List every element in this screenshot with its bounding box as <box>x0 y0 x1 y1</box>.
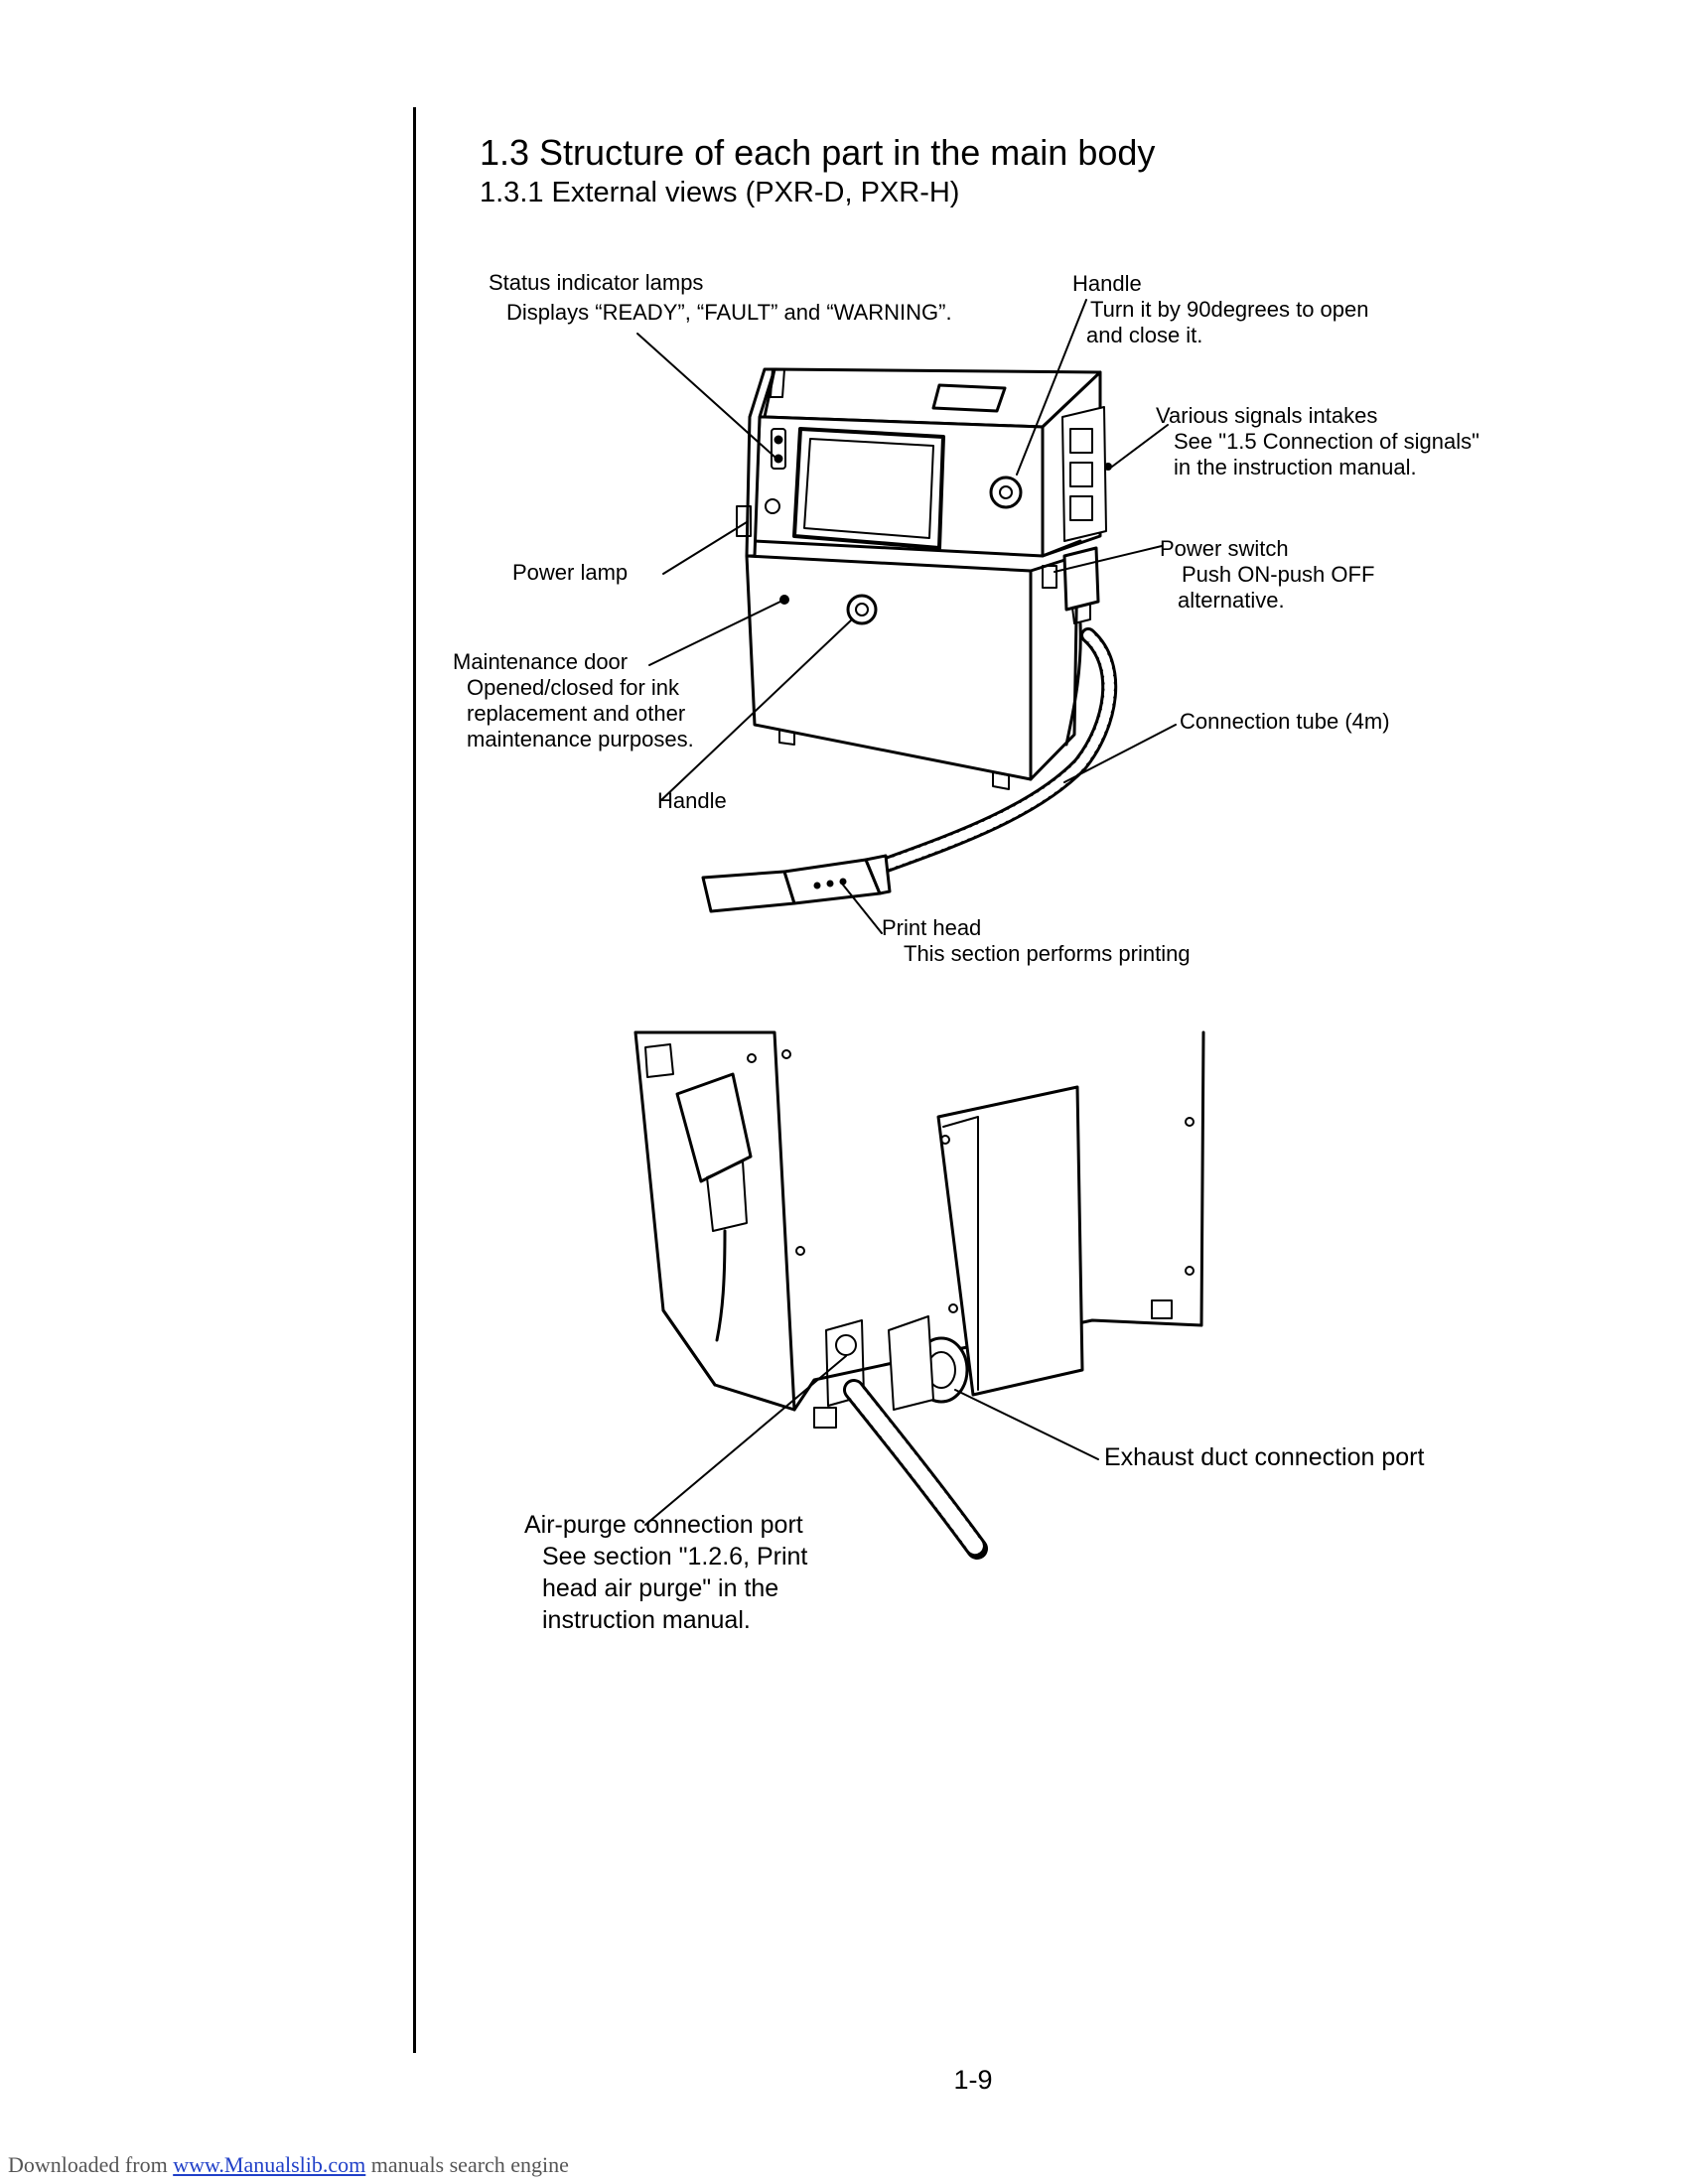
air-purge-label: Air-purge connection port See section "1… <box>524 1509 807 1636</box>
handle-top-name: Handle <box>1072 271 1142 296</box>
power-switch-label: Power switch Push ON-push OFF alternativ… <box>1160 536 1374 614</box>
air-purge-desc2: head air purge" in the <box>542 1574 779 1602</box>
section-subtitle: 1.3.1 External views (PXR-D, PXR-H) <box>480 177 960 208</box>
signals-label: Various signals intakes See "1.5 Connect… <box>1156 403 1479 480</box>
maintenance-door-desc3: maintenance purposes. <box>467 727 694 751</box>
status-lamps-desc: Displays “READY”, “FAULT” and “WARNING”. <box>506 300 952 325</box>
print-head-label: Print head This section performs printin… <box>882 915 1191 967</box>
rear-view-leader-lines <box>644 1355 1099 1526</box>
manualslib-link[interactable]: www.Manualslib.com <box>173 2152 366 2177</box>
signals-desc2: in the instruction manual. <box>1174 455 1417 479</box>
page-number: 1-9 <box>953 2065 993 2095</box>
exhaust-port-label: Exhaust duct connection port <box>1104 1443 1425 1471</box>
maintenance-door-name: Maintenance door <box>453 649 629 674</box>
power-switch-desc1: Push ON-push OFF <box>1182 562 1375 587</box>
margin-rule <box>413 107 416 2053</box>
footer-prefix: Downloaded from <box>8 2152 174 2177</box>
handle-top-desc2: and close it. <box>1086 323 1203 347</box>
connection-tube-label: Connection tube (4m) <box>1180 709 1390 734</box>
maintenance-door-desc2: replacement and other <box>467 701 686 726</box>
signals-desc1: See "1.5 Connection of signals" <box>1174 429 1479 454</box>
maintenance-door-label: Maintenance door Opened/closed for ink r… <box>453 649 694 752</box>
footer-note: Downloaded from www.Manualslib.com manua… <box>8 2152 569 2178</box>
print-head-desc: This section performs printing <box>904 941 1191 966</box>
print-head-name: Print head <box>882 915 982 940</box>
rear-view-machine <box>633 1030 1205 1560</box>
handle-top-label: Handle Turn it by 90degrees to open and … <box>1072 271 1368 348</box>
status-lamps-label: Status indicator lamps Displays “READY”,… <box>489 270 952 326</box>
air-purge-name: Air-purge connection port <box>524 1511 803 1539</box>
front-view-machine <box>701 367 1118 913</box>
air-purge-desc3: instruction manual. <box>542 1606 751 1634</box>
power-switch-desc2: alternative. <box>1178 588 1285 613</box>
handle-bottom-label: Handle <box>657 788 727 813</box>
power-switch-name: Power switch <box>1160 536 1289 561</box>
power-lamp-label: Power lamp <box>512 560 629 585</box>
maintenance-door-desc1: Opened/closed for ink <box>467 675 680 700</box>
signals-name: Various signals intakes <box>1156 403 1378 428</box>
status-lamps-name: Status indicator lamps <box>489 270 704 295</box>
front-view-leader-lines <box>636 299 1177 934</box>
footer-suffix: manuals search engine <box>365 2152 569 2177</box>
air-purge-desc1: See section "1.2.6, Print <box>542 1543 808 1570</box>
handle-top-desc1: Turn it by 90degrees to open <box>1090 297 1369 322</box>
section-title: 1.3 Structure of each part in the main b… <box>480 132 1156 173</box>
